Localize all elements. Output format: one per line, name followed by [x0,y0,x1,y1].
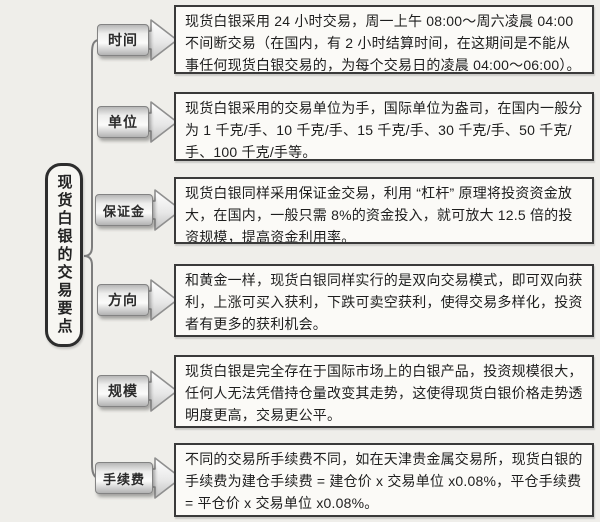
tag-face: 方向 [97,284,149,316]
tag-face: 规模 [97,375,149,407]
desc-box-unit: 现货白银采用的交易单位为手，国际单位为盎司，在国内一般分为 1 千克/手、10 … [174,92,594,161]
desc-text: 现货白银采用 24 小时交易，周一上午 08:00～周六凌晨 04:00 不间断… [185,13,581,73]
branch-tag-unit: 单位 [97,101,178,143]
desc-box-margin: 现货白银同样采用保证金交易，利用 “杠杆” 原理将投资资金放大，在国内，一般只需… [174,177,594,244]
branch-tag-time: 时间 [97,19,178,61]
root-node: 现货白银的交易要点 [45,163,83,347]
tag-label: 方向 [108,292,138,308]
tag-label: 保证金 [102,203,145,219]
branch-tag-direction: 方向 [97,279,178,321]
tag-face: 手续费 [95,462,153,494]
tag-label: 时间 [108,32,138,48]
tag-label: 单位 [108,114,138,130]
brace-path [83,39,99,479]
desc-text: 现货白银同样采用保证金交易，利用 “杠杆” 原理将投资资金放大，在国内，一般只需… [185,185,573,244]
desc-text: 不同的交易所手续费不同，如在天津贵金属交易所，现货白银的手续费为建仓手续费 = … [185,451,583,511]
branch-tag-fee: 手续费 [95,457,182,499]
desc-box-time: 现货白银采用 24 小时交易，周一上午 08:00～周六凌晨 04:00 不间断… [174,5,594,74]
tag-face: 时间 [97,24,149,56]
desc-box-direction: 和黄金一样，现货白银同样实行的是双向交易模式，即可双向获利，上涨可买入获利，下跌… [174,264,594,337]
desc-text: 现货白银采用的交易单位为手，国际单位为盎司，在国内一般分为 1 千克/手、10 … [185,100,583,160]
desc-box-scale: 现货白银是完全存在于国际市场上的白银产品，投资规模很大，任何人无法凭借持仓量改变… [174,355,594,428]
branch-tag-margin: 保证金 [95,189,182,231]
desc-text: 现货白银是完全存在于国际市场上的白银产品，投资规模很大，任何人无法凭借持仓量改变… [185,363,583,423]
tag-face: 保证金 [95,194,153,226]
root-node-label: 现货白银的交易要点 [55,174,73,336]
desc-text: 和黄金一样，现货白银同样实行的是双向交易模式，即可双向获利，上涨可买入获利，下跌… [185,272,583,332]
desc-box-fee: 不同的交易所手续费不同，如在天津贵金属交易所，现货白银的手续费为建仓手续费 = … [174,443,594,517]
tag-label: 规模 [108,383,138,399]
tag-label: 手续费 [102,471,145,487]
tag-face: 单位 [97,106,149,138]
branch-tag-scale: 规模 [97,370,178,412]
